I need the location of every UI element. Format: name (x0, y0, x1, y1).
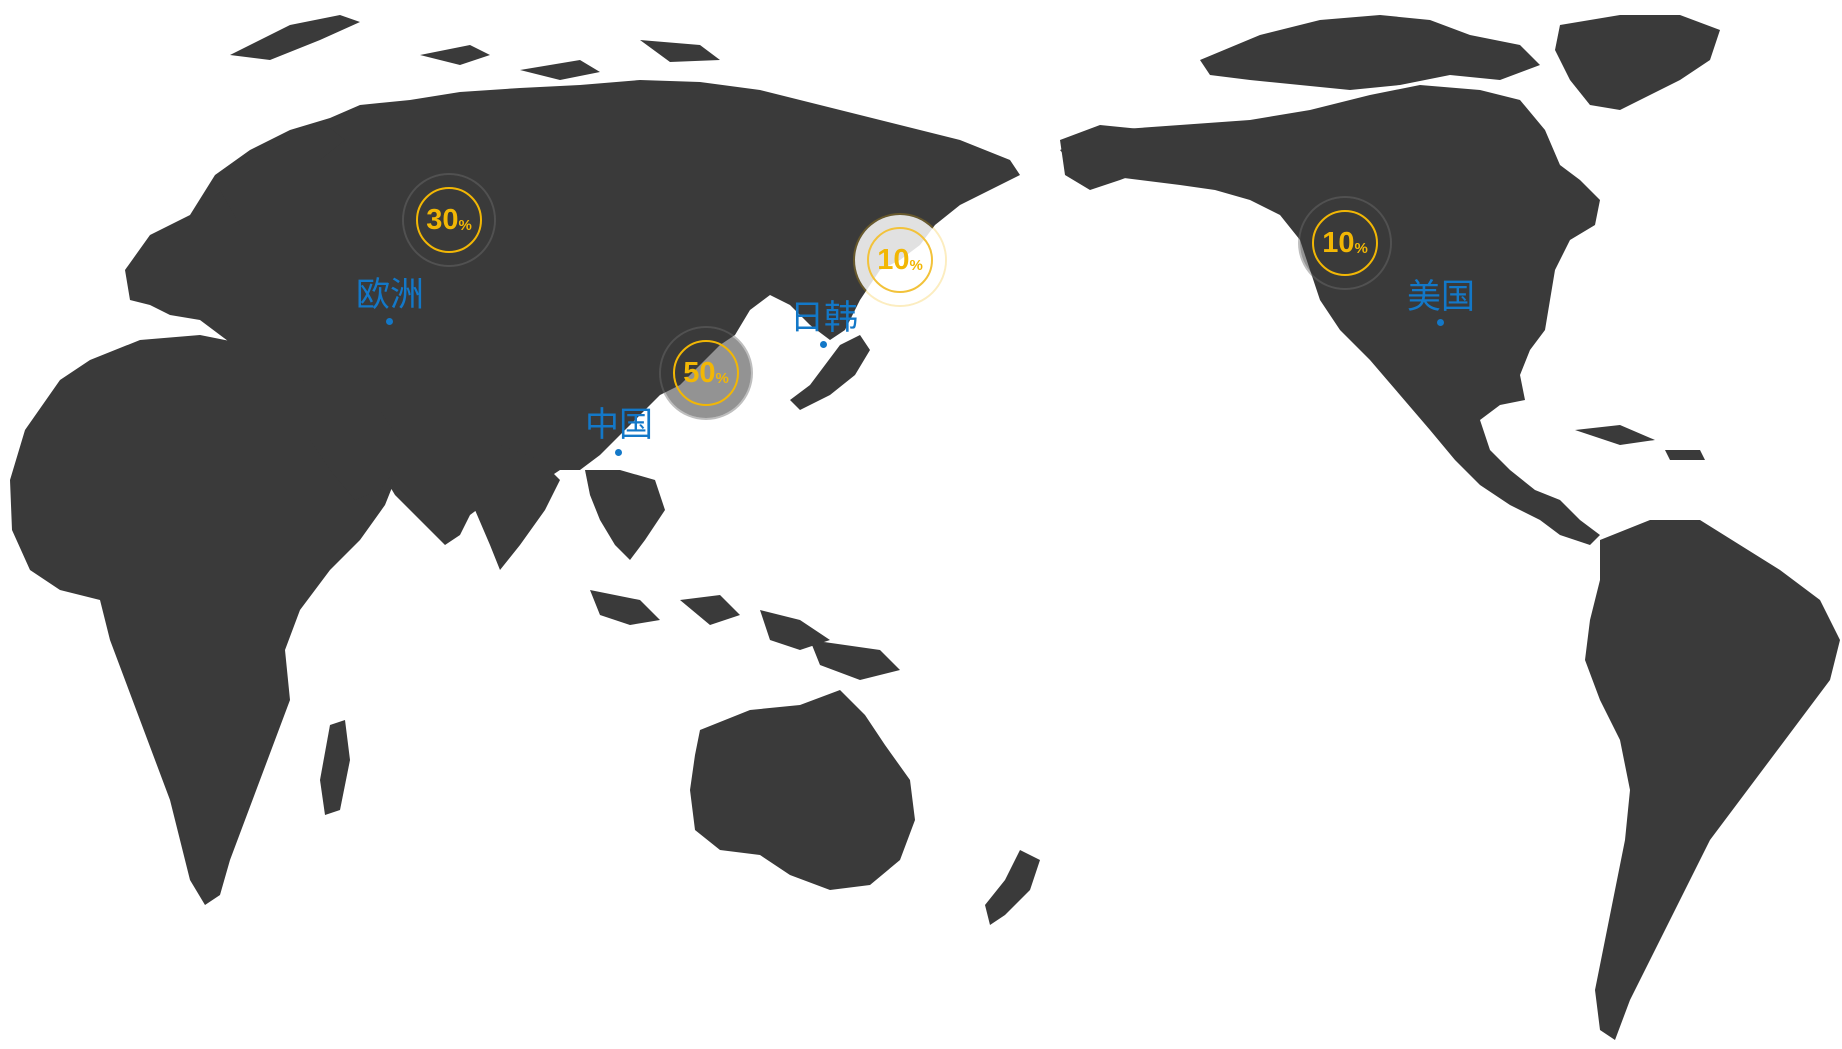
europe-share-badge: 30% (404, 175, 494, 265)
southeast-asia-landmass (585, 470, 665, 560)
arctic-islands (230, 15, 720, 80)
europe-marker (386, 318, 393, 325)
south-america-landmass (1585, 520, 1840, 1040)
japan-korea-share-unit: % (909, 257, 923, 274)
europe-share-value: 30 (426, 203, 459, 236)
usa-share-badge: 10% (1300, 198, 1390, 288)
new-zealand-landmass (985, 850, 1040, 925)
europe-share-unit: % (458, 217, 472, 234)
china-share-value: 50 (683, 356, 716, 389)
japan-korea-marker (820, 341, 827, 348)
japan-korea-label: 日韩 (790, 298, 858, 338)
usa-share-unit: % (1354, 240, 1368, 257)
africa-landmass (10, 335, 395, 905)
japan-landmass (790, 335, 870, 410)
canadian-arctic-islands (1200, 15, 1540, 130)
greenland-landmass (1555, 15, 1720, 110)
china-share-badge: 50% (661, 328, 751, 418)
europe-label: 欧洲 (356, 275, 424, 315)
caribbean-islands (1575, 425, 1705, 460)
china-share-unit: % (715, 370, 729, 387)
australia-landmass (690, 690, 915, 890)
usa-share-value: 10 (1322, 226, 1355, 259)
japan-korea-share-badge: 10% (855, 215, 945, 305)
india-landmass (455, 445, 560, 570)
north-america-landmass (1060, 85, 1600, 545)
indonesia-landmass (590, 590, 900, 680)
usa-share-ring: 10% (1312, 210, 1378, 276)
europe-share-ring: 30% (416, 187, 482, 253)
scandinavia-landmass (220, 128, 345, 225)
usa-label: 美国 (1407, 277, 1475, 317)
japan-korea-share-ring: 10% (867, 227, 933, 293)
china-marker (615, 449, 622, 456)
china-share-ring: 50% (673, 340, 739, 406)
usa-marker (1437, 319, 1444, 326)
japan-korea-share-value: 10 (877, 243, 910, 276)
arabia-landmass (295, 380, 400, 500)
china-label: 中国 (585, 405, 653, 445)
madagascar-landmass (320, 720, 350, 815)
alaska-landmass (1060, 125, 1180, 190)
